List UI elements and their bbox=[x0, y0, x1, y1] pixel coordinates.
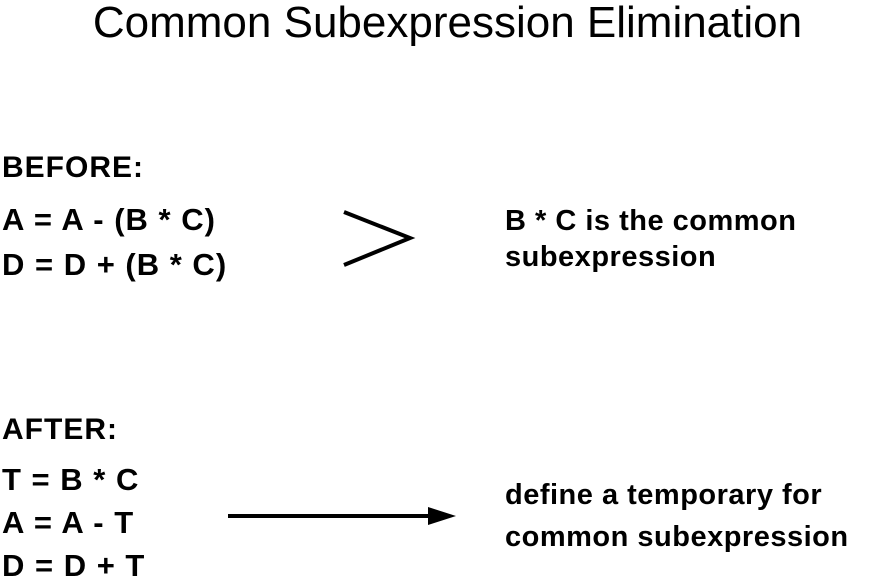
after-note-line-2: common subexpression bbox=[505, 521, 849, 553]
greater-than-chevron-icon bbox=[343, 210, 416, 267]
right-arrow-head-icon bbox=[428, 507, 456, 525]
before-label: BEFORE: bbox=[2, 151, 144, 184]
before-line-2: D = D + (B * C) bbox=[2, 247, 228, 282]
before-note-line-1: B * C is the common bbox=[505, 205, 797, 237]
after-line-3: D = D + T bbox=[2, 548, 146, 583]
page-title: Common Subexpression Elimination bbox=[92, 0, 803, 47]
before-line-1: A = A - (B * C) bbox=[2, 202, 216, 237]
before-note-line-2: subexpression bbox=[505, 241, 717, 273]
after-line-2: A = A - T bbox=[2, 505, 135, 540]
after-note-line-1: define a temporary for bbox=[505, 479, 823, 511]
after-line-1: T = B * C bbox=[2, 462, 140, 497]
after-label: AFTER: bbox=[2, 413, 118, 446]
